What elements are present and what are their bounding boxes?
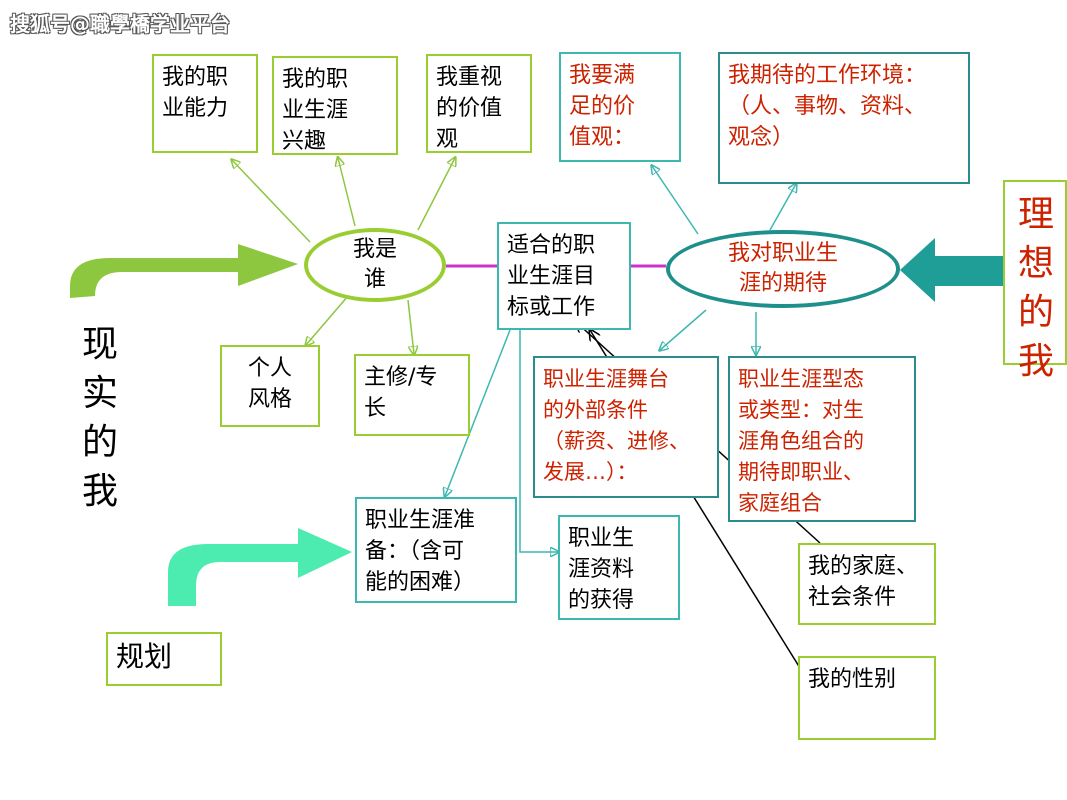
teal-left-arrow-icon (900, 238, 1005, 302)
ideal-me-frame: 理 想 的 我 (1003, 180, 1067, 382)
family-social-box: 我的家庭、 社会条件 (798, 543, 936, 625)
gender-box: 我的性别 (798, 656, 936, 740)
my-values-box: 我重视 的价值 观 (426, 54, 532, 153)
mint-curved-arrow-icon (168, 528, 352, 606)
who-am-i-node: 我是 谁 (304, 228, 446, 302)
personality-box: 个人 风格 (220, 345, 320, 427)
career-info-box: 职业生 涯资料 的获得 (558, 515, 680, 620)
planning-label: 规划 (106, 632, 222, 686)
watermark: 搜狐号@職學橋学业平台 (10, 12, 230, 36)
ideal-me-label: 理 想 的 我 (1017, 194, 1054, 382)
major-box: 主修/专 长 (354, 354, 470, 436)
values-to-satisfy-box: 我要满 足的价 值观： (559, 52, 681, 162)
career-preparation-box: 职业生涯准 备：（含可 能的困难） (355, 497, 517, 603)
work-environment-box: 我期待的工作环境： （人、事物、资料、 观念） (718, 52, 970, 184)
suitable-goal-box: 适合的职 业生涯目 标或工作 (497, 222, 631, 330)
real-me-label: 现 实 的 我 (81, 324, 118, 512)
my-interest-box: 我的职 业生涯 兴趣 (272, 56, 398, 155)
my-ability-box: 我的职 业能力 (152, 54, 258, 153)
green-curved-arrow-icon (70, 244, 298, 298)
career-expectation-node: 我对职业生 涯的期待 (666, 230, 900, 308)
career-type-box: 职业生涯型态 或类型：对生 涯角色组合的 期待即职业、 家庭组合 (728, 356, 916, 522)
external-conditions-box: 职业生涯舞台 的外部条件 （薪资、进修、 发展…）： (533, 356, 719, 498)
